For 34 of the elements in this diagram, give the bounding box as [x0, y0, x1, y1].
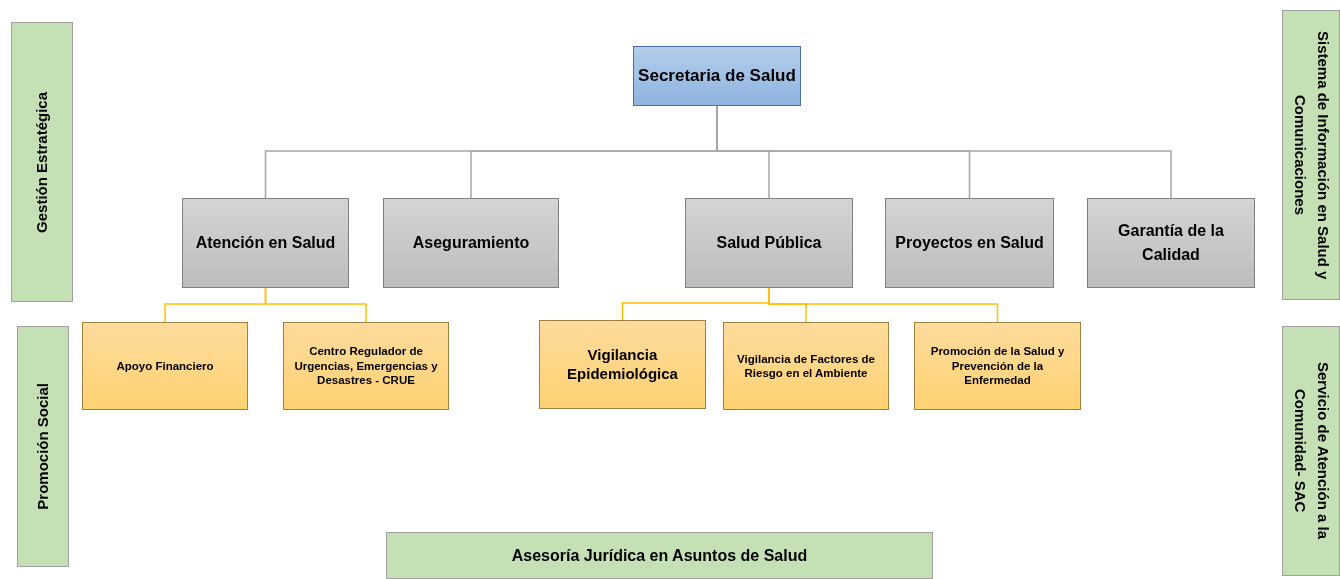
box-label: Aseguramiento: [412, 233, 530, 253]
department-box: [1087, 198, 1255, 288]
unit-box: [82, 322, 248, 410]
root-box: [633, 46, 801, 106]
box-label: Apoyo Financiero: [116, 358, 214, 374]
unit-box: [914, 322, 1081, 410]
side-panel: [1282, 10, 1340, 300]
department-box: [685, 198, 853, 288]
box-label: Sistema de Información en Salud y Comunicaciones: [1291, 29, 1333, 282]
box-label: Proyectos en Salud: [895, 233, 1044, 253]
box-label: Promoción Social: [32, 383, 52, 510]
box-label: Servicio de Atención a la Comunidad- SAC: [1291, 361, 1333, 542]
department-box: [885, 198, 1054, 288]
side-panel: [1282, 326, 1340, 576]
box-label: Centro Regulador de Urgencias, Emergencias y Desastres - CRUE: [293, 344, 439, 388]
connector-line: [768, 287, 999, 323]
connector-line: [264, 287, 367, 323]
box-label: Vigilancia Epidemiológica: [566, 345, 679, 384]
side-panel: [17, 326, 69, 567]
box-label: Secretaria de Salud: [638, 65, 796, 88]
box-label: Atención en Salud: [195, 233, 336, 253]
unit-box: [539, 320, 706, 409]
department-box: [383, 198, 559, 288]
box-label: Gestión Estratégica: [31, 91, 51, 233]
department-box: [182, 198, 349, 288]
box-label: Asesoría Jurídica en Asuntos de Salud: [511, 545, 808, 566]
box-label: Vigilancia de Factores de Riesgo en el Ambiente: [736, 351, 876, 381]
box-label: Garantía de la Calidad: [1117, 221, 1225, 265]
bottom-panel: [386, 532, 933, 579]
unit-box: [283, 322, 449, 410]
box-label: Salud Pública: [716, 233, 822, 253]
side-panel: [11, 22, 73, 302]
box-label: Promoción de la Salud y Prevención de la Enfermedad: [929, 344, 1066, 388]
unit-box: [723, 322, 889, 410]
